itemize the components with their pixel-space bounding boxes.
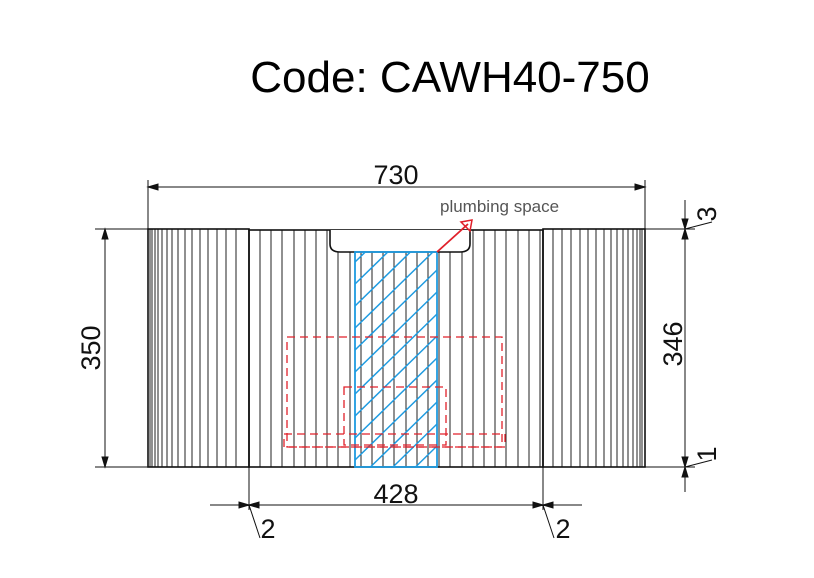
- dim-inner-height: 346: [658, 321, 688, 366]
- dim-overall-height: 350: [76, 325, 106, 370]
- hatch-line: [354, 269, 438, 351]
- hatch-line: [354, 251, 366, 263]
- dimension-lines: [95, 180, 713, 539]
- plumbing-space-hatch: [354, 251, 438, 468]
- dim-overall-width: 730: [373, 160, 418, 190]
- cabinet-outline: [147, 228, 646, 468]
- plumbing-label: plumbing space: [440, 197, 559, 216]
- basin-outline: [283, 336, 506, 448]
- hatch-line: [354, 335, 438, 417]
- dim-top-gap: 3: [692, 206, 722, 221]
- hatch-line: [354, 313, 438, 395]
- dim-left-gap: 2: [260, 514, 275, 544]
- fluted-slats: [149, 229, 643, 467]
- hatch-line: [414, 445, 438, 468]
- hatch-line: [354, 251, 411, 307]
- dim-right-gap: 2: [555, 514, 570, 544]
- dim-door-width: 428: [373, 479, 418, 509]
- hatch-line: [354, 291, 438, 373]
- hatch-line: [354, 251, 434, 329]
- hatch-line: [354, 251, 389, 285]
- page-title: Code: CAWH40-750: [250, 53, 650, 102]
- hatch-line: [354, 379, 438, 461]
- plumbing-annotation: plumbing space: [436, 197, 559, 253]
- hatch-line: [392, 423, 438, 468]
- arrow-icon: [459, 219, 473, 233]
- dim-bottom-gap: 1: [692, 446, 722, 461]
- hatch-line: [354, 357, 438, 439]
